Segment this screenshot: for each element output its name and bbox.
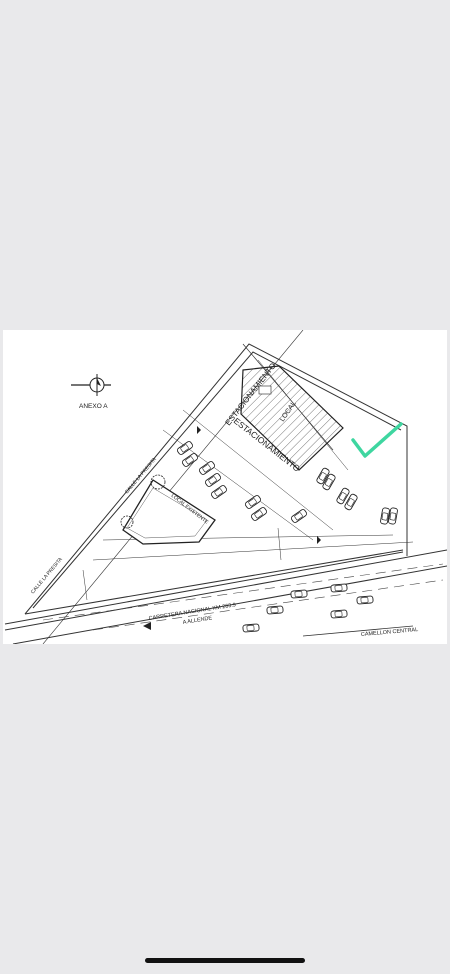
car-icon xyxy=(175,440,399,633)
home-indicator[interactable] xyxy=(145,958,305,963)
road-lane-lines xyxy=(42,563,444,631)
camellon-central-label: CAMELLON CENTRAL xyxy=(361,627,419,638)
lot-outline xyxy=(4,330,447,644)
north-arrow-icon xyxy=(71,374,111,396)
tree-icon xyxy=(120,474,166,529)
site-plan-image: ANEXO A CALLE LA PRESITA CALLE LA PRESIT… xyxy=(3,330,447,644)
site-plan-drawing: ANEXO A CALLE LA PRESITA CALLE LA PRESIT… xyxy=(4,330,447,644)
checkmark-icon xyxy=(351,422,403,458)
existing-building xyxy=(122,479,216,545)
carretera-direction-label: A ALLENDE xyxy=(182,615,213,626)
calle-la-presita-lower-label: CALLE LA PRESITA xyxy=(30,556,64,595)
annex-label: ANEXO A xyxy=(79,403,108,410)
